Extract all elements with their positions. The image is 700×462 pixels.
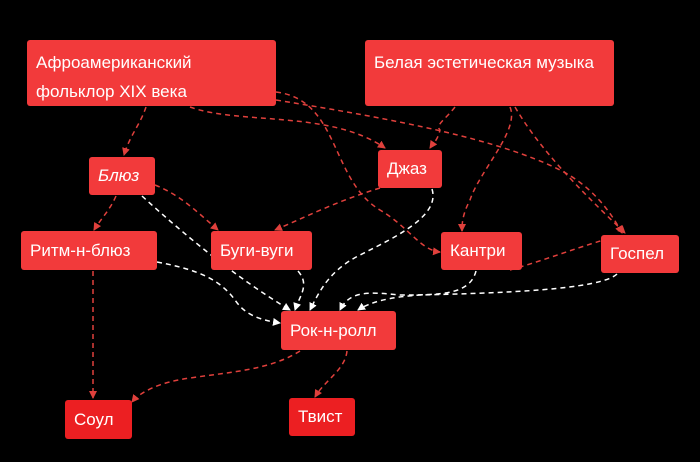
node-label: Ритм-н-блюз — [30, 240, 131, 260]
node-label: Кантри — [450, 241, 506, 260]
edge-country-to-gospel — [509, 236, 611, 271]
node-label: Афроамериканский фольклор XIX века — [36, 53, 192, 101]
edge-afro-to-country — [275, 91, 441, 256]
edge-afro-to-blues — [122, 106, 147, 156]
node-white-music: Белая эстетическая музыка — [365, 40, 614, 106]
edge-gospel-to-rock — [357, 273, 618, 311]
node-blues: Блюз — [89, 157, 155, 195]
node-afro: Афроамериканский фольклор XIX века — [27, 40, 276, 106]
edge-jazz-to-rock — [309, 188, 434, 311]
node-label: Блюз — [98, 166, 140, 185]
node-boogie: Буги-вуги — [211, 231, 312, 270]
edge-white-to-gospel — [514, 106, 626, 234]
edge-afro-to-jazz — [189, 106, 386, 149]
node-label: Госпел — [610, 244, 665, 263]
node-label: Джаз — [387, 159, 427, 178]
node-gospel: Госпел — [601, 235, 679, 273]
node-country: Кантри — [441, 232, 522, 270]
node-rnb: Ритм-н-блюз — [21, 231, 157, 270]
node-twist: Твист — [289, 398, 355, 436]
edge-afro-to-gospel — [275, 99, 623, 234]
edge-jazz-to-boogie — [274, 187, 381, 231]
node-label: Соул — [74, 409, 114, 429]
edge-rock-to-twist — [314, 350, 348, 398]
edge-blues-to-rock — [141, 195, 291, 311]
edge-country-to-rock — [339, 270, 477, 311]
edge-rock-to-soul — [131, 350, 301, 403]
node-soul: Соул — [65, 400, 132, 439]
node-rock-n-roll: Рок-н-ролл — [281, 311, 396, 350]
edge-blues-to-rnb — [93, 195, 117, 231]
node-label: Твист — [298, 407, 343, 426]
node-jazz: Джаз — [378, 150, 442, 188]
edge-white-to-country — [458, 106, 513, 232]
edge-rnb-to-rock — [156, 261, 281, 326]
node-label: Буги-вуги — [220, 240, 294, 260]
node-label: Белая эстетическая музыка — [374, 53, 594, 72]
edge-blues-to-boogie — [154, 184, 219, 231]
edge-boogie-to-rock — [293, 270, 305, 311]
edge-white-to-jazz — [429, 106, 456, 149]
node-label: Рок-н-ролл — [290, 320, 377, 340]
